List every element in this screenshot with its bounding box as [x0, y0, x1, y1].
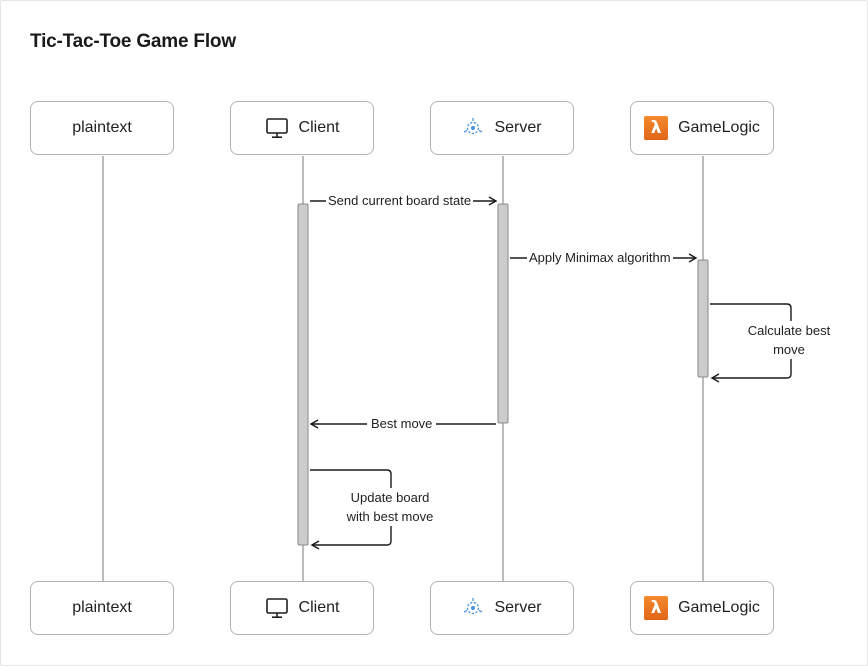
participant-top-server: Server	[430, 101, 574, 155]
activation-gamelogic	[697, 259, 709, 378]
participant-bottom-client: Client	[230, 581, 374, 635]
update-label-line2: with best move	[346, 509, 434, 524]
participant-label: Client	[298, 119, 340, 136]
activation-client	[297, 203, 309, 546]
participant-label: Client	[298, 599, 340, 616]
participant-label: Server	[494, 599, 542, 616]
lambda-icon: λ	[644, 116, 669, 140]
participant-bottom-plaintext: plaintext	[30, 581, 174, 635]
participant-label: GameLogic	[678, 119, 760, 136]
message-label-calculate: Calculate best move	[740, 321, 838, 359]
message-label-send-board: Send current board state	[326, 193, 474, 209]
update-label-line1: Update board	[350, 490, 430, 505]
activation-server	[497, 203, 509, 424]
participant-label: GameLogic	[678, 599, 760, 616]
participant-bottom-server: Server	[430, 581, 574, 635]
participant-bottom-gamelogic: λ GameLogic	[630, 581, 774, 635]
participant-top-plaintext: plaintext	[30, 101, 174, 155]
calculate-label-line1: Calculate best	[747, 323, 831, 338]
message-label-best-move: Best move	[367, 416, 437, 432]
participant-label: plaintext	[72, 119, 132, 136]
participant-top-client: Client	[230, 101, 374, 155]
message-label-apply-minimax: Apply Minimax algorithm	[527, 250, 673, 266]
server-icon	[462, 117, 484, 139]
server-icon	[462, 597, 484, 619]
monitor-icon	[265, 597, 289, 619]
participant-top-gamelogic: λ GameLogic	[630, 101, 774, 155]
monitor-icon	[265, 117, 289, 139]
diagram-title: Tic-Tac-Toe Game Flow	[30, 31, 236, 52]
participant-label: Server	[494, 119, 542, 136]
lambda-icon: λ	[644, 596, 669, 620]
participant-label: plaintext	[72, 599, 132, 616]
calculate-label-line2: move	[773, 342, 805, 357]
message-label-update-board: Update board with best move	[340, 488, 440, 526]
